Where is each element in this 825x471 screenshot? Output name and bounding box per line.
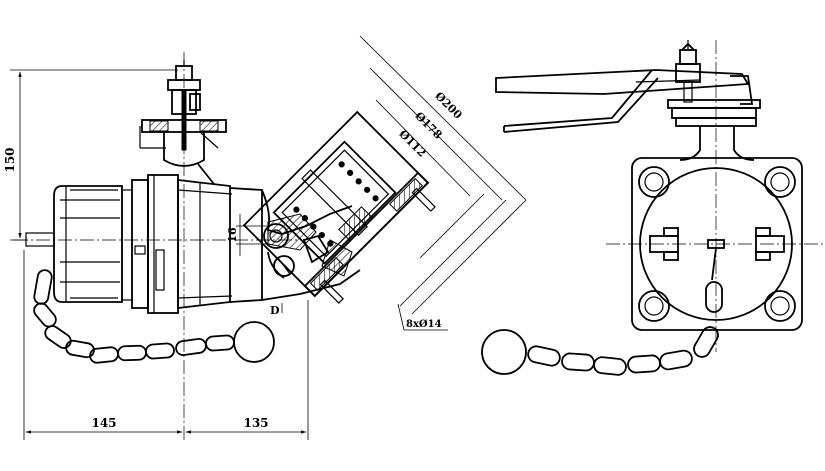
lugs: [649, 227, 785, 261]
dim-label-8x14: 8xØ14: [406, 319, 442, 330]
bolt-hole-callout: 8xØ14: [397, 303, 448, 331]
dim-offset: 16: [226, 214, 270, 256]
side-section-view: 150 16 D 145 135: [3, 35, 527, 440]
spindle: [25, 232, 55, 247]
dim-label-d200: Ø200: [432, 89, 464, 121]
coupling-cap: [53, 174, 179, 314]
bleed-pipe: [197, 163, 215, 185]
stem-and-nut: [667, 40, 761, 161]
chain-left: [33, 269, 275, 364]
dim-label-145: 145: [91, 416, 116, 430]
internal-disc: [263, 213, 353, 279]
dim-bottom: 145 135: [25, 416, 307, 434]
dim-height: 150: [3, 69, 178, 241]
inclined-flange-assembly: [242, 110, 436, 304]
dim-label-16: 16: [226, 227, 239, 243]
top-bleed-valve: [139, 60, 227, 167]
view-marker-d: D: [270, 304, 280, 317]
chain-right: [481, 247, 723, 376]
front-view: [481, 40, 825, 376]
lever-handle: [495, 69, 754, 133]
dim-label-150: 150: [3, 147, 17, 172]
bolt-heads: [638, 166, 796, 322]
dim-label-d178: Ø178: [412, 109, 444, 141]
dim-label-135: 135: [243, 416, 268, 430]
